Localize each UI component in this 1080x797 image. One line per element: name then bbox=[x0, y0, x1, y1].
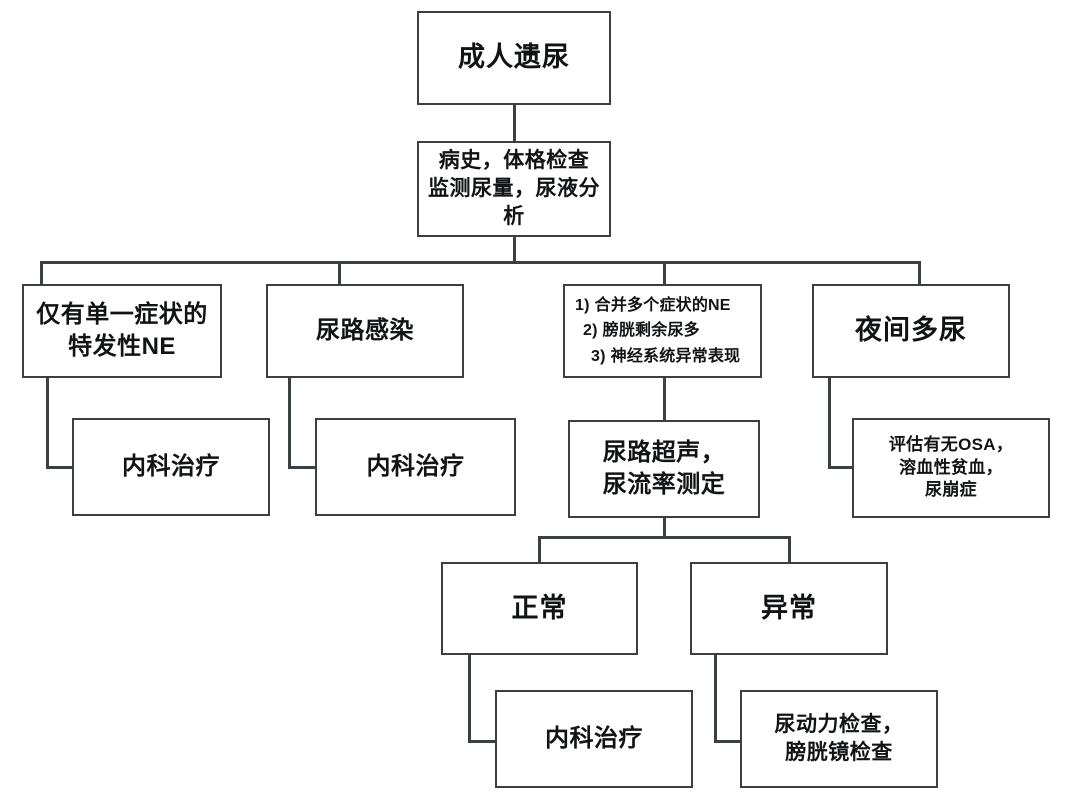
connector-abnormal-down bbox=[714, 655, 717, 743]
node-branch1-child-label: 内科治疗 bbox=[122, 453, 220, 481]
branch3-item-2-text: 膀胱剩余尿多 bbox=[602, 322, 700, 340]
connector-normal-to-child bbox=[468, 740, 498, 743]
node-branch4-assessment[interactable]: 评估有无OSA， 溶血性贫血， 尿崩症 bbox=[852, 418, 1050, 518]
node-branch-complex-symptoms[interactable]: 1)合并多个症状的NE 2)膀胱剩余尿多 3)神经系统异常表现 bbox=[563, 284, 762, 378]
branch3-list: 1)合并多个症状的NE 2)膀胱剩余尿多 3)神经系统异常表现 bbox=[565, 291, 760, 370]
branch3-item-2-number: 2) bbox=[583, 322, 598, 340]
node-result-normal-label: 正常 bbox=[511, 592, 568, 623]
branch3-item-1-number: 1) bbox=[575, 297, 590, 315]
connector-bus-to-normal bbox=[538, 536, 541, 562]
connector-branch4-down bbox=[828, 378, 831, 468]
connector-branch3-to-child bbox=[663, 378, 666, 422]
connector-branch2-to-child bbox=[288, 466, 317, 469]
node-result-normal[interactable]: 正常 bbox=[441, 562, 638, 655]
connector-root-to-workup bbox=[513, 105, 516, 142]
connector-bus-to-abnormal bbox=[788, 536, 791, 562]
branch3-list-item-1: 1)合并多个症状的NE bbox=[575, 295, 752, 316]
node-branch2-child-label: 内科治疗 bbox=[366, 453, 465, 481]
node-branch-monosymptomatic-ne[interactable]: 仅有单一症状的 特发性NE bbox=[22, 284, 222, 378]
connector-branch1-to-child bbox=[46, 466, 74, 469]
connector-branch4-to-child bbox=[828, 466, 854, 469]
branch3-item-3-text: 神经系统异常表现 bbox=[610, 347, 741, 365]
connector-result-bus bbox=[538, 536, 791, 539]
node-normal-treatment[interactable]: 内科治疗 bbox=[495, 690, 693, 788]
connector-workup-to-bus bbox=[513, 237, 516, 263]
node-branch4-child-label: 评估有无OSA， 溶血性贫血， 尿崩症 bbox=[888, 435, 1014, 500]
connector-branch2-down bbox=[288, 378, 291, 468]
node-branch3-child-label: 尿路超声， 尿流率测定 bbox=[602, 439, 726, 498]
node-branch2-treatment[interactable]: 内科治疗 bbox=[315, 418, 516, 516]
node-root-label: 成人遗尿 bbox=[458, 42, 570, 73]
connector-usound-to-split bbox=[663, 518, 666, 538]
node-branch4-label: 夜间多尿 bbox=[855, 315, 967, 346]
connector-branch1-down bbox=[46, 378, 49, 468]
node-abnormal-workup[interactable]: 尿动力检查， 膀胱镜检查 bbox=[740, 690, 938, 788]
node-root[interactable]: 成人遗尿 bbox=[417, 11, 611, 105]
connector-bus-to-branch4 bbox=[918, 261, 921, 286]
node-workup-label: 病史，体格检查 监测尿量，尿液分析 bbox=[428, 149, 600, 228]
node-branch2-label: 尿路感染 bbox=[316, 317, 414, 345]
node-branch1-label: 仅有单一症状的 特发性NE bbox=[36, 301, 208, 360]
branch3-list-item-2: 2)膀胱剩余尿多 bbox=[575, 320, 752, 341]
node-branch1-treatment[interactable]: 内科治疗 bbox=[72, 418, 270, 516]
node-urinary-ultrasound[interactable]: 尿路超声， 尿流率测定 bbox=[568, 420, 760, 518]
branch3-item-1-text: 合并多个症状的NE bbox=[594, 297, 731, 315]
node-result-abnormal[interactable]: 异常 bbox=[690, 562, 888, 655]
node-branch-urinary-tract-infection[interactable]: 尿路感染 bbox=[266, 284, 464, 378]
connector-bus-to-branch2 bbox=[338, 261, 341, 286]
connector-abnormal-to-child bbox=[714, 740, 743, 743]
node-result-abnormal-child-label: 尿动力检查， 膀胱镜检查 bbox=[774, 713, 904, 764]
connector-bus-to-branch1 bbox=[40, 261, 43, 286]
connector-normal-down bbox=[468, 655, 471, 743]
connector-bus-to-branch3 bbox=[663, 261, 666, 286]
connector-branch-bus bbox=[40, 261, 920, 264]
branch3-item-3-number: 3) bbox=[591, 347, 606, 365]
branch3-list-item-3: 3)神经系统异常表现 bbox=[575, 346, 752, 367]
node-workup[interactable]: 病史，体格检查 监测尿量，尿液分析 bbox=[417, 141, 611, 237]
node-branch-nocturnal-polyuria[interactable]: 夜间多尿 bbox=[812, 284, 1010, 378]
node-result-normal-child-label: 内科治疗 bbox=[545, 725, 643, 753]
node-result-abnormal-label: 异常 bbox=[761, 592, 817, 623]
